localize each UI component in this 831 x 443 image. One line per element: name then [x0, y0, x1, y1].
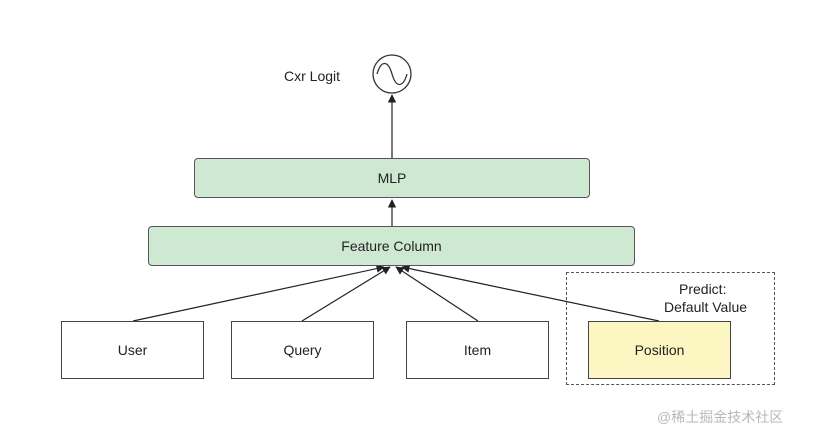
- user-to-feature-arrow: [132, 264, 385, 322]
- user-feature-box: User: [61, 321, 204, 379]
- feature-column-label: Feature Column: [341, 238, 442, 254]
- position-feature-box: Position: [588, 321, 731, 379]
- item-feature-box: Item: [406, 321, 549, 379]
- watermark: @稀土掘金技术社区: [657, 409, 784, 425]
- position-feature-label: Position: [634, 342, 685, 358]
- item-to-feature-arrow: [395, 266, 479, 322]
- predict-default-value: Default Value: [664, 299, 748, 315]
- query-feature-box: Query: [231, 321, 374, 379]
- sigmoid-icon: [372, 54, 412, 94]
- mlp-layer: MLP: [194, 158, 590, 198]
- item-feature-label: Item: [463, 342, 492, 358]
- query-to-feature-arrow: [301, 266, 391, 322]
- feature-column-layer: Feature Column: [148, 226, 635, 266]
- output-label: Cxr Logit: [284, 68, 341, 84]
- predict-title: Predict:: [679, 281, 727, 297]
- mlp-label: MLP: [377, 170, 407, 186]
- user-feature-label: User: [117, 342, 148, 358]
- query-feature-label: Query: [283, 342, 322, 358]
- predict-group-box: [566, 272, 775, 385]
- position-to-feature-arrow: [401, 264, 660, 322]
